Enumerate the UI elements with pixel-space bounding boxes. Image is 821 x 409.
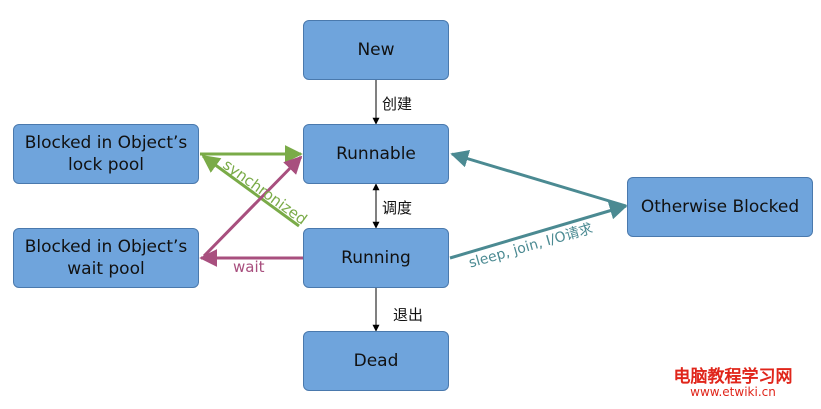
edge-otherwise-runnable	[450, 150, 627, 208]
node-dead[interactable]: Dead	[303, 331, 449, 391]
node-lock-pool[interactable]: Blocked in Object’s lock pool	[13, 124, 199, 184]
edge-label-wait: wait	[233, 258, 265, 276]
watermark-url: www.etwiki.cn	[690, 385, 776, 399]
edge-label-synchronized: synchronized	[219, 156, 310, 229]
node-running[interactable]: Running	[303, 228, 449, 288]
edge-running-otherwise	[449, 201, 628, 260]
edge-running-lockpool	[201, 154, 300, 228]
node-otherwise-blocked[interactable]: Otherwise Blocked	[627, 177, 813, 237]
edge-waitpool-runnable	[202, 155, 303, 258]
node-wait-pool[interactable]: Blocked in Object’s wait pool	[13, 228, 199, 288]
edge-label-schedule: 调度	[382, 199, 413, 217]
edge-label-create: 创建	[382, 95, 413, 113]
node-runnable[interactable]: Runnable	[303, 124, 449, 184]
edge-label-exit: 退出	[393, 306, 424, 324]
node-new[interactable]: New	[303, 20, 449, 80]
watermark-title: 电脑教程学习网	[673, 367, 793, 387]
